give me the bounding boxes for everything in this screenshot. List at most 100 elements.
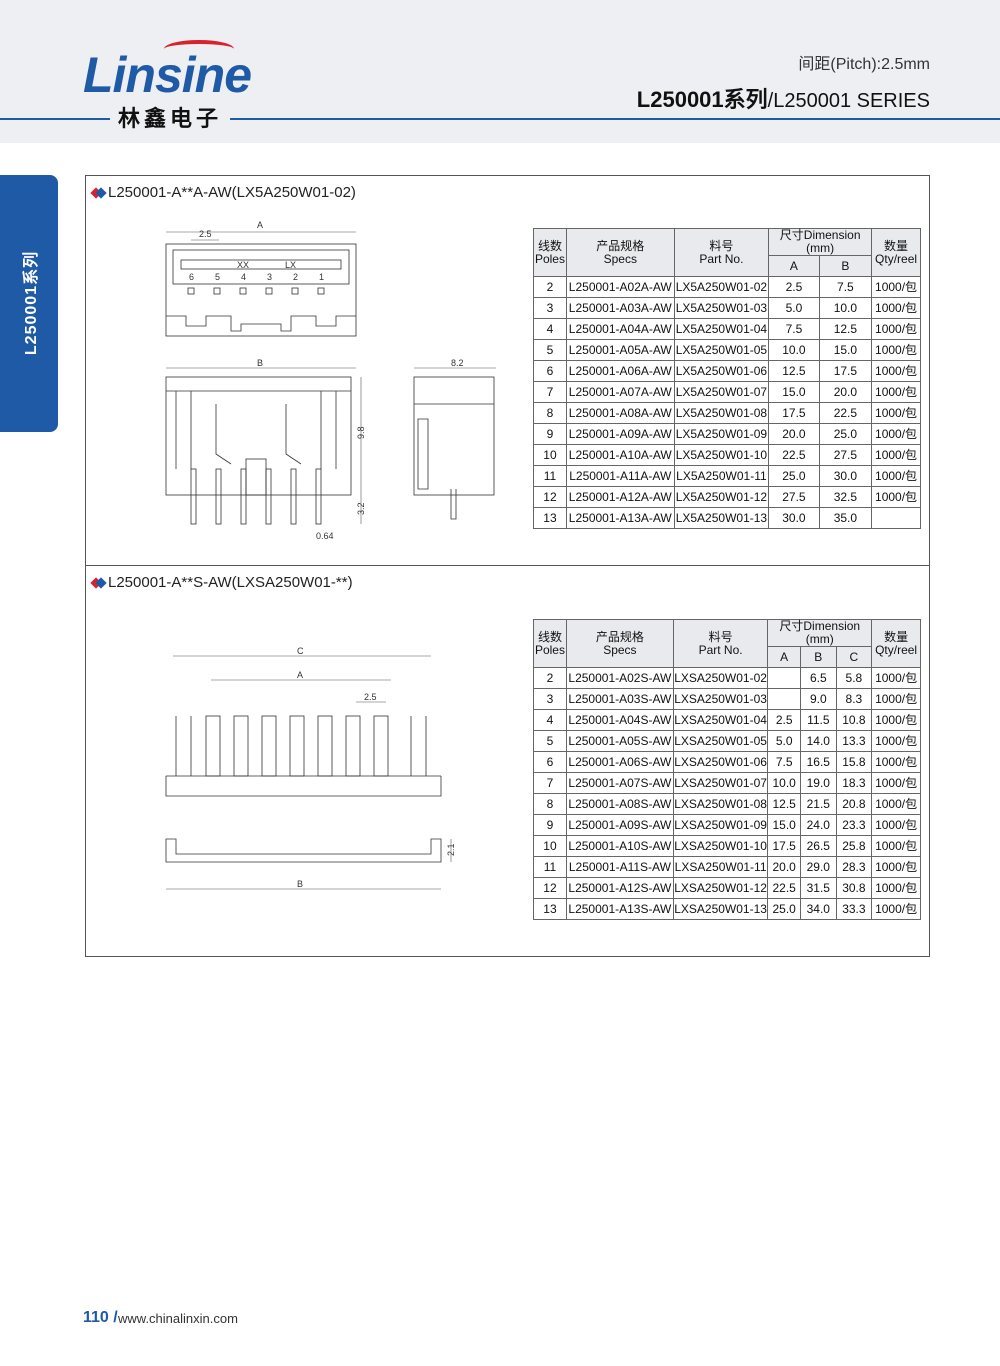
table-cell: L250001-A13S-AW (565, 898, 674, 920)
table-cell: 1000/包 (871, 709, 921, 731)
table-cell: 22.5 (818, 402, 873, 424)
housing-front-view-drawing: C A 2.5 (165, 646, 442, 797)
section-1-panel: L250001-A**A-AW(LX5A250W01-02) A 2.5 XX … (85, 175, 930, 567)
table-cell: L250001-A03A-AW (565, 297, 675, 319)
header-dim-b: B (818, 255, 873, 277)
table-cell: LXSA250W01-11 (672, 856, 769, 878)
connector-top-view-drawing: A 2.5 XX LX 6 5 4 3 2 1 (165, 220, 357, 337)
table-cell: 3 (533, 297, 567, 319)
table-cell: 5.0 (768, 297, 820, 319)
table-cell: 16.5 (800, 751, 837, 773)
table-cell: L250001-A12S-AW (565, 877, 674, 899)
connector-front-view-drawing: B 9.8 3.2 0.64 (165, 359, 366, 541)
table-cell: LX5A250W01-12 (673, 486, 770, 508)
table-cell: L250001-A10A-AW (565, 444, 675, 466)
table-cell: 32.5 (818, 486, 873, 508)
header-dimension: 尺寸Dimension (mm) (767, 619, 873, 647)
table-cell: 21.5 (800, 793, 837, 815)
table-cell: LXSA250W01-06 (672, 751, 769, 773)
table-cell: 11.5 (800, 709, 837, 731)
table-cell (767, 667, 802, 689)
table-cell: 13.3 (835, 730, 873, 752)
table-cell: 1000/包 (871, 835, 921, 857)
table-cell: 29.0 (800, 856, 837, 878)
dim-label-height: 2.1 (446, 843, 456, 856)
table-cell: L250001-A12A-AW (565, 486, 675, 508)
table-cell: 15.0 (768, 381, 820, 403)
table-cell (871, 507, 921, 529)
table-cell: L250001-A11S-AW (565, 856, 674, 878)
dim-label-b: B (297, 879, 303, 889)
series-title: L250001系列/L250001 SERIES (637, 82, 930, 114)
housing-marking-lx: LX (285, 260, 296, 270)
table-cell: 4 (533, 709, 567, 731)
housing-marking-xx: XX (237, 260, 249, 270)
series-title-light: /L250001 SERIES (767, 90, 930, 112)
table-cell: 1000/包 (871, 381, 921, 403)
table-cell: 6.5 (800, 667, 837, 689)
pin-number: 4 (241, 272, 246, 282)
table-cell: 9 (533, 814, 567, 836)
table-cell: 9.0 (800, 688, 837, 710)
table-cell: 1000/包 (871, 297, 921, 319)
table-cell: 6 (533, 751, 567, 773)
dim-label-b: B (257, 359, 263, 368)
table-cell: 13 (533, 898, 567, 920)
diamond-bullet-icon (92, 578, 102, 588)
table-cell: 31.5 (800, 877, 837, 899)
table-cell: 27.5 (768, 486, 820, 508)
table-cell: 20.0 (818, 381, 873, 403)
table-cell: 17.5 (768, 402, 820, 424)
table-cell: LX5A250W01-08 (673, 402, 770, 424)
table-cell: 8.3 (835, 688, 873, 710)
table-cell: LX5A250W01-05 (673, 339, 770, 361)
table-cell: 1000/包 (871, 276, 921, 298)
table-cell: 25.0 (768, 465, 820, 487)
page-header: Linsine 林鑫电子 间距(Pitch):2.5mm L250001系列/L… (0, 0, 1000, 143)
table-cell: LX5A250W01-02 (673, 276, 770, 298)
table-cell: 1000/包 (871, 856, 921, 878)
table-cell: LX5A250W01-07 (673, 381, 770, 403)
table-cell: 18.3 (835, 772, 873, 794)
table-cell: LXSA250W01-04 (672, 709, 769, 731)
table-cell: 7.5 (767, 751, 802, 773)
table-cell: 12.5 (767, 793, 802, 815)
table-cell: 1000/包 (871, 898, 921, 920)
table-cell: 12 (533, 877, 567, 899)
dim-label-pitch: 2.5 (199, 229, 212, 239)
table-cell: LXSA250W01-08 (672, 793, 769, 815)
table-cell: 1000/包 (871, 688, 921, 710)
page-number: 110 / (83, 1309, 118, 1326)
table-cell: 24.0 (800, 814, 837, 836)
table-cell: 1000/包 (871, 486, 921, 508)
table-cell: 12.5 (768, 360, 820, 382)
header-dim-c: C (835, 646, 873, 668)
table-cell: LX5A250W01-09 (673, 423, 770, 445)
dim-label-a: A (297, 670, 303, 680)
table-cell: 25.0 (767, 898, 802, 920)
table-cell: 15.0 (818, 339, 873, 361)
header-dimension: 尺寸Dimension (mm) (768, 228, 873, 256)
table-cell: 10.8 (835, 709, 873, 731)
header-dim-a: A (768, 255, 820, 277)
table-cell: 7.5 (768, 318, 820, 340)
table-cell: 14.0 (800, 730, 837, 752)
pin-number: 3 (267, 272, 272, 282)
table-cell: 11 (533, 856, 567, 878)
table-cell: LX5A250W01-04 (673, 318, 770, 340)
table-cell: LX5A250W01-06 (673, 360, 770, 382)
